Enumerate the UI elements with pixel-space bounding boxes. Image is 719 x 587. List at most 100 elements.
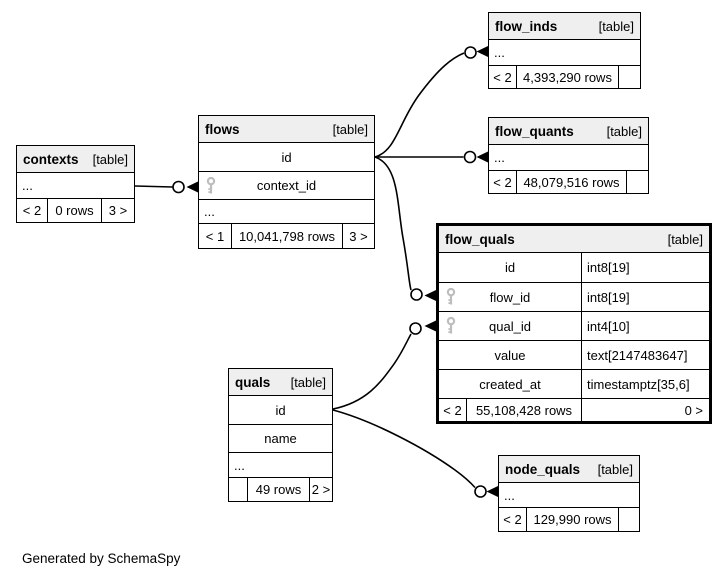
- table-flow_inds-header: flow_inds [table]: [489, 13, 640, 40]
- table-flow_quals-header: flow_quals [table]: [439, 226, 709, 253]
- pager-prev: < 2: [17, 199, 48, 222]
- pager-prev: < 2: [439, 399, 467, 421]
- edge-flow_quals-qual_id-to-quals-id: [332, 320, 436, 410]
- row-count: 49 rows: [248, 478, 310, 501]
- fk-arrow-icon: [186, 181, 198, 193]
- column-name: flow_id: [489, 289, 531, 305]
- table-contexts-header: contexts [table]: [17, 146, 134, 173]
- table-footer: < 2 48,079,516 rows: [489, 170, 648, 193]
- table-name: flows: [205, 121, 240, 137]
- column-name: name: [264, 431, 297, 446]
- table-flow_quants-header: flow_quants [table]: [489, 118, 648, 145]
- fk-arrow-icon: [424, 320, 436, 332]
- fk-arrow-icon: [486, 486, 498, 497]
- column-row-id: id: [229, 396, 332, 424]
- table-footer: < 2 55,108,428 rows 0 >: [439, 398, 709, 421]
- pager-prev: < 2: [489, 66, 517, 88]
- ellipsis-label: ...: [22, 178, 33, 193]
- pager-prev: [229, 478, 248, 501]
- more-columns-row: ...: [489, 145, 648, 170]
- zero-or-one-circle: [409, 322, 422, 335]
- column-row-flow_id: flow_id int8[19]: [439, 282, 709, 311]
- column-type-cell: int4[10]: [587, 318, 630, 334]
- zero-or-one-circle: [464, 46, 477, 59]
- column-name-cell: qual_id: [439, 312, 582, 340]
- column-row-name: name: [229, 424, 332, 452]
- column-name-cell: id: [439, 253, 582, 282]
- edge-flow_quals-flow_id-to-flows-id: [374, 156, 436, 301]
- table-flows-header: flows [table]: [199, 116, 374, 143]
- table-type-tag: [table]: [597, 461, 633, 477]
- edge-flow_quants-to-flows-id: [375, 150, 488, 164]
- column-name: id: [275, 402, 286, 418]
- table-footer: < 1 10,041,798 rows 3 >: [199, 223, 374, 248]
- table-type-tag: [table]: [290, 374, 326, 390]
- fk-arrow-icon: [424, 290, 436, 301]
- pager-next: [619, 508, 639, 531]
- pager-next: [627, 171, 648, 193]
- table-footer: < 2 129,990 rows: [499, 507, 639, 531]
- key-icon: [205, 176, 217, 195]
- pager-next: [619, 66, 640, 88]
- ellipsis-label: ...: [234, 457, 245, 473]
- more-columns-row: ...: [499, 483, 639, 507]
- pager-next: 0 >: [684, 402, 703, 418]
- column-name-cell: value: [439, 341, 582, 369]
- table-type-tag: [table]: [92, 151, 128, 167]
- more-columns-row: ...: [229, 452, 332, 477]
- column-type-cell: text[2147483647]: [587, 347, 688, 363]
- table-name: contexts: [23, 151, 79, 167]
- column-type-cell: int8[19]: [587, 289, 630, 305]
- table-name: node_quals: [505, 461, 581, 477]
- table-type-tag: [table]: [598, 18, 634, 34]
- fk-arrow-icon: [476, 151, 488, 163]
- table-node_quals-header: node_quals [table]: [499, 456, 639, 483]
- column-name: value: [494, 347, 526, 363]
- table-footer: < 2 4,393,290 rows: [489, 65, 640, 88]
- column-name-cell: flow_id: [439, 283, 582, 311]
- pager-next: 3 >: [108, 203, 128, 218]
- table-flow_quals[interactable]: flow_quals [table] id int8[19] flow_id: [436, 223, 712, 424]
- column-row-qual_id: qual_id int4[10]: [439, 311, 709, 340]
- column-name: id: [281, 149, 292, 165]
- more-columns-row: ...: [199, 199, 374, 223]
- pager-next: 3 >: [349, 228, 368, 244]
- table-type-tag: [table]: [667, 231, 703, 247]
- fk-arrow-icon: [476, 46, 488, 57]
- table-quals-header: quals [table]: [229, 369, 332, 396]
- column-name: qual_id: [489, 318, 531, 334]
- table-type-tag: [table]: [606, 123, 642, 139]
- table-name: quals: [235, 374, 271, 390]
- ellipsis-label: ...: [494, 45, 505, 60]
- zero-or-one-circle: [463, 150, 477, 164]
- column-type-cell: int8[19]: [587, 260, 630, 275]
- more-columns-row: ...: [17, 173, 134, 198]
- column-row-context_id: context_id: [199, 171, 374, 199]
- table-quals[interactable]: quals [table] id name ... 49 rows 2 >: [228, 368, 333, 502]
- table-flow_inds[interactable]: flow_inds [table] ... < 2 4,393,290 rows: [488, 12, 641, 89]
- column-row-id: id int8[19]: [439, 253, 709, 282]
- zero-or-one-circle: [410, 288, 423, 301]
- table-flow_quants[interactable]: flow_quants [table] ... < 2 48,079,516 r…: [488, 117, 649, 194]
- row-count: 10,041,798 rows: [232, 224, 343, 248]
- more-columns-row: ...: [489, 40, 640, 65]
- zero-or-one-circle: [474, 485, 487, 498]
- column-row-id: id: [199, 143, 374, 171]
- table-node_quals[interactable]: node_quals [table] ... < 2 129,990 rows: [498, 455, 640, 532]
- row-count: 0 rows: [48, 199, 102, 222]
- edge-flow_inds-to-flows-id: [374, 46, 488, 158]
- table-flows[interactable]: flows [table] id context_id ... < 1 10,0…: [198, 115, 375, 249]
- table-contexts[interactable]: contexts [table] ... < 2 0 rows 3 >: [16, 145, 135, 223]
- generated-by-note: Generated by SchemaSpy: [22, 551, 181, 566]
- column-name: created_at: [479, 376, 541, 392]
- edge-flows-context_id-to-contexts: [134, 180, 198, 194]
- column-type-cell: timestamptz[35,6]: [587, 376, 690, 392]
- table-type-tag: [table]: [332, 121, 368, 137]
- table-name: flow_quants: [495, 123, 574, 139]
- table-name: flow_quals: [445, 231, 515, 247]
- pager-prev: < 1: [199, 224, 232, 248]
- table-footer: < 2 0 rows 3 >: [17, 198, 134, 222]
- ellipsis-label: ...: [204, 204, 215, 219]
- column-row-value: value text[2147483647]: [439, 340, 709, 369]
